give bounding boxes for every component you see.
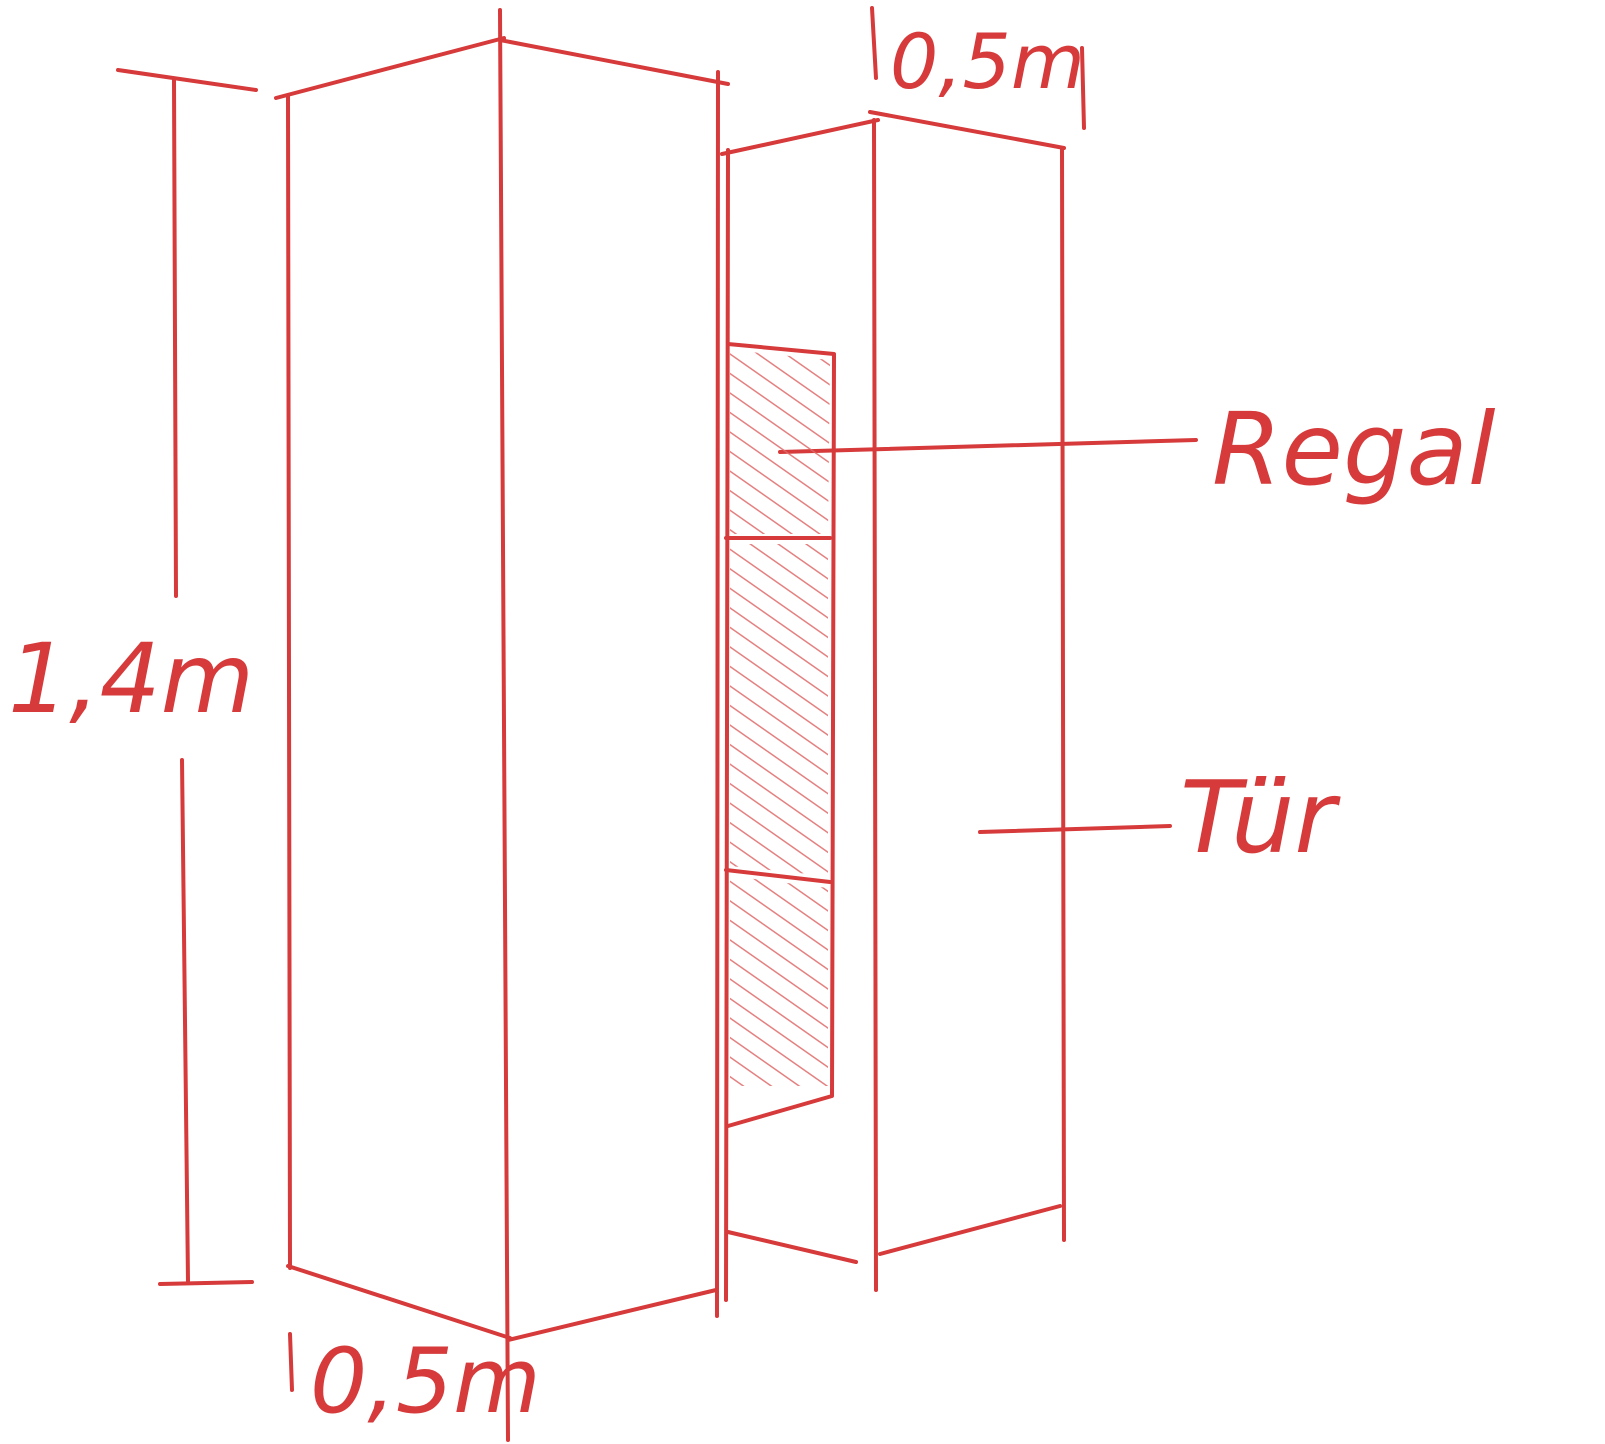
- cabinet-bottom-left: [286, 1264, 512, 1340]
- cabinet-body: [274, 8, 730, 1442]
- door-bottom-right: [878, 1204, 1062, 1256]
- door-top-right: [868, 110, 1066, 150]
- shelf-fill-bottom: [730, 876, 828, 1086]
- shelf-box-outline: [726, 342, 836, 1128]
- height-tick-top: [116, 68, 258, 92]
- cabinet-front-edge: [498, 8, 510, 1442]
- top-width-tick-left: [870, 6, 878, 80]
- cabinet-left-edge: [286, 94, 292, 1270]
- height-tick-bottom: [158, 1280, 254, 1286]
- shelf-divider-2: [724, 868, 832, 884]
- height-line-lower: [180, 758, 190, 1284]
- cabinet-top-right: [498, 38, 730, 86]
- bottom-width-dimension: [288, 1332, 294, 1392]
- shelf-boxes: [724, 342, 836, 1128]
- door-label: Tür: [1180, 759, 1341, 876]
- height-line-upper: [172, 78, 178, 598]
- cabinet-right-edge: [715, 70, 720, 1318]
- top-width-label: 0,5m: [890, 17, 1085, 106]
- top-width-tick-right: [1080, 46, 1086, 130]
- shelf-leader-line: [778, 438, 1198, 454]
- top-width-dimension: [870, 6, 1086, 130]
- door-left-edge: [872, 118, 878, 1292]
- door-leader-line: [978, 824, 1172, 834]
- door-right-edge: [1060, 146, 1066, 1242]
- door-panel: [720, 110, 1066, 1302]
- shelf-fill-middle: [730, 544, 828, 876]
- shelf-fill-top: [730, 350, 830, 534]
- bottom-width-label: 0,5m: [310, 1329, 541, 1434]
- cabinet-bottom-right: [506, 1288, 718, 1342]
- door-top-left: [720, 118, 880, 156]
- height-label: 1,4m: [8, 623, 254, 735]
- shelf-label: Regal: [1212, 391, 1496, 508]
- cabinet-top-left: [274, 36, 506, 100]
- door-inner-edge: [724, 148, 730, 1302]
- bottom-width-tick-left: [288, 1332, 294, 1392]
- height-dimension: [116, 68, 258, 1286]
- door-bottom-left: [726, 1230, 858, 1264]
- shelf-hatching: [730, 350, 830, 1086]
